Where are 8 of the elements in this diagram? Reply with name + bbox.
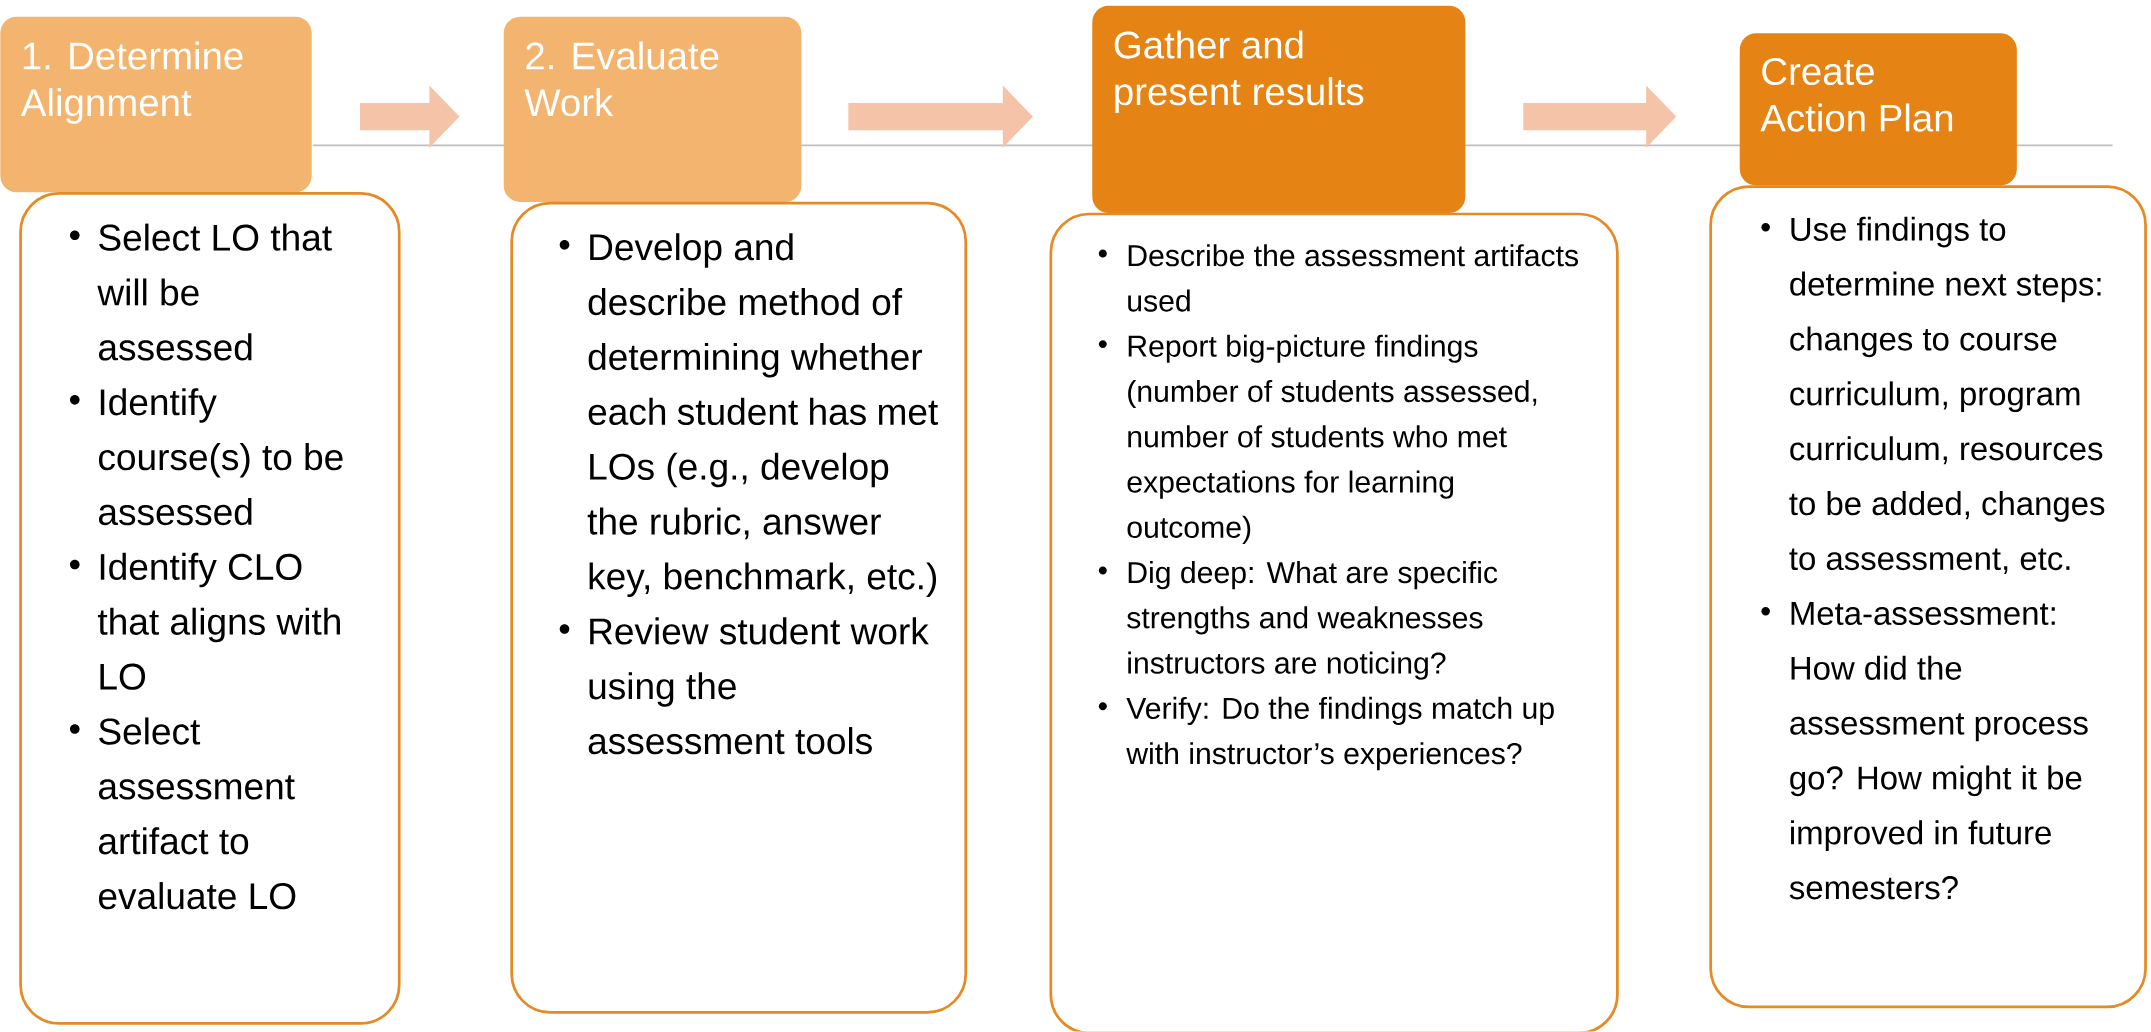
step-header: Gather and present results [1092, 5, 1466, 214]
step-header: 1. Determine Alignment [0, 16, 312, 193]
bullet-list-box: Use findings to determine next steps: changes to course curriculum, program curriculum, resources to be added, changes to assessment, etc. Meta-assessment: How did the assessment process go? How might it be improved in future semesters? [1709, 185, 2147, 1009]
bullet-list-box: Develop and describe method of determining whether each student has met LOs (e.g., develop the rubric, answer key, benchmark, etc.) Review student work using the assessment tools [510, 201, 968, 1014]
step-header: 2. Evaluate Work [503, 16, 802, 203]
step-header: Create Action Plan [1739, 33, 2017, 186]
bullet-list-box: Select LO that will be assessed Identify course(s) to be assessed Identify CLO that aligns with LO Select assessment artifact to evaluate LO [19, 192, 401, 1025]
bullet-list-box: Describe the assessment artifacts used Report big-picture findings (number of students assessed, number of students who met expectations for learning outcome) Dig deep: What are specific strengths and weaknesses instructors are noticing? Verify: Do the findings match up with instructor’s experiences? [1049, 212, 1619, 1032]
